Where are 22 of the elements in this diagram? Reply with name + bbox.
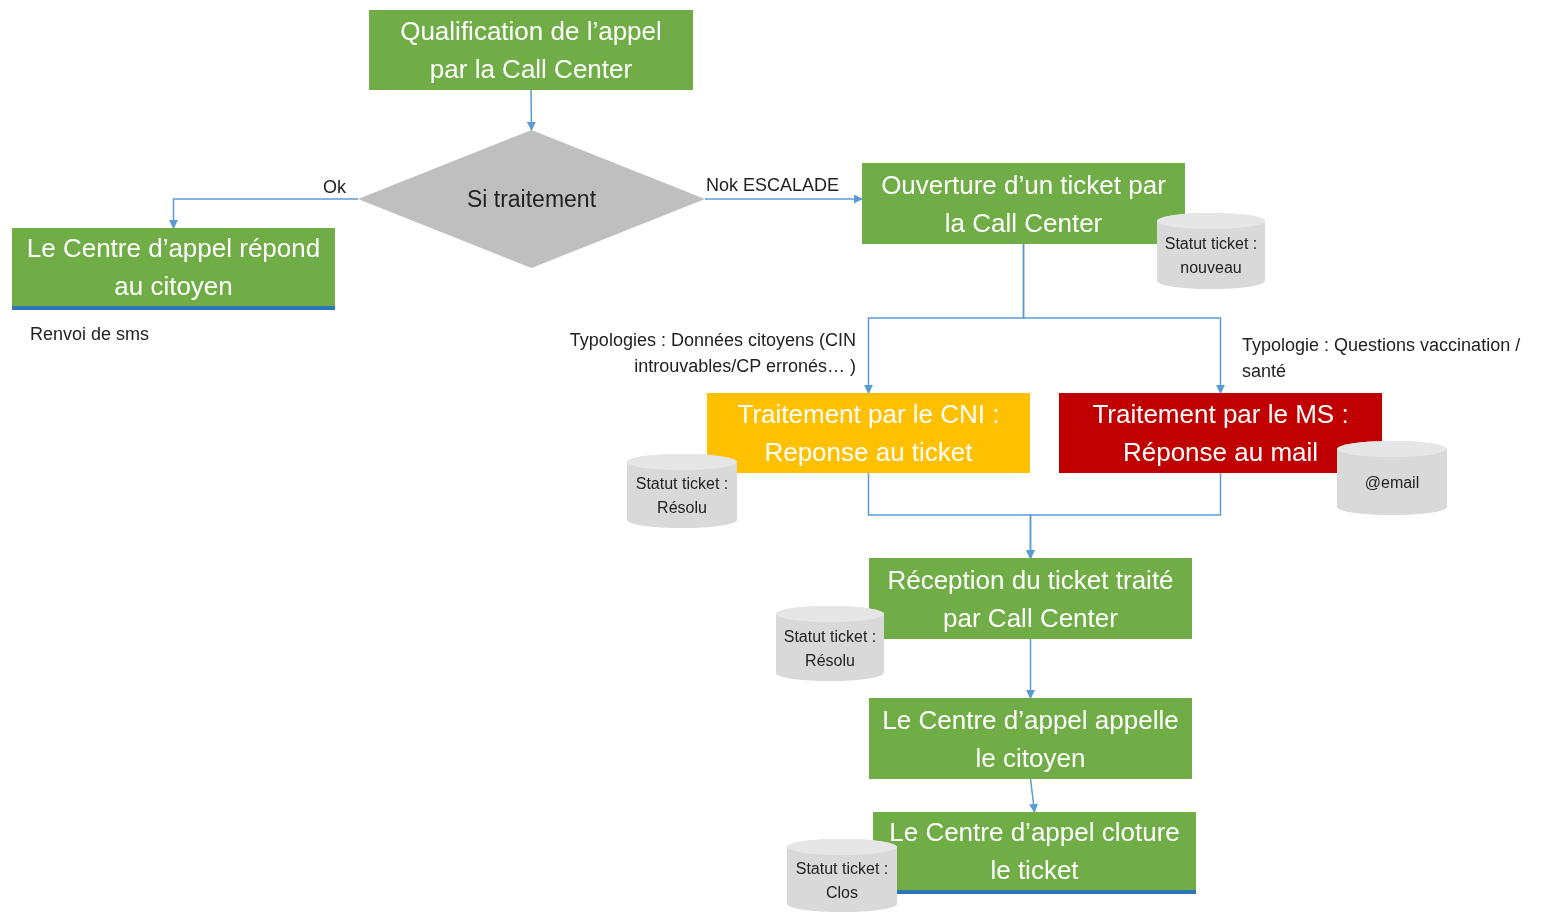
connector-arrow: [1022, 243, 1225, 394]
status-cylinder: @email: [1336, 440, 1448, 516]
process-box: Qualification de l’appel par la Call Center: [369, 10, 693, 90]
status-cylinder: Statut ticket : Résolu: [626, 453, 738, 529]
process-box: Traitement par le CNI : Reponse au ticket: [707, 393, 1030, 473]
process-box: Le Centre d’appel répond au citoyen: [12, 228, 335, 310]
edge-label: Nok ESCALADE: [706, 174, 841, 197]
connector-arrow: [1026, 638, 1035, 699]
connector-arrow: [526, 89, 536, 131]
connector-arrow: [169, 198, 359, 229]
status-cylinder: Statut ticket : nouveau: [1156, 212, 1266, 290]
edge-label: Typologie : Questions vaccination / santé: [1242, 334, 1522, 383]
edge-label: Ok: [322, 176, 346, 199]
status-cylinder: Statut ticket : Résolu: [775, 605, 885, 682]
node-caption: Renvoi de sms: [30, 323, 150, 346]
process-box: Le Centre d’appel appelle le citoyen: [869, 698, 1192, 779]
edge-label: Typologies : Données citoyens (CIN introuvables/CP erronés… ): [568, 329, 856, 378]
connector-arrow: [704, 194, 863, 204]
process-box: Traitement par le MS : Réponse au mail: [1059, 393, 1382, 473]
connector-arrow: [1029, 778, 1038, 813]
decision-diamond: Si traitement: [358, 130, 705, 268]
connector-arrow: [1026, 472, 1222, 559]
